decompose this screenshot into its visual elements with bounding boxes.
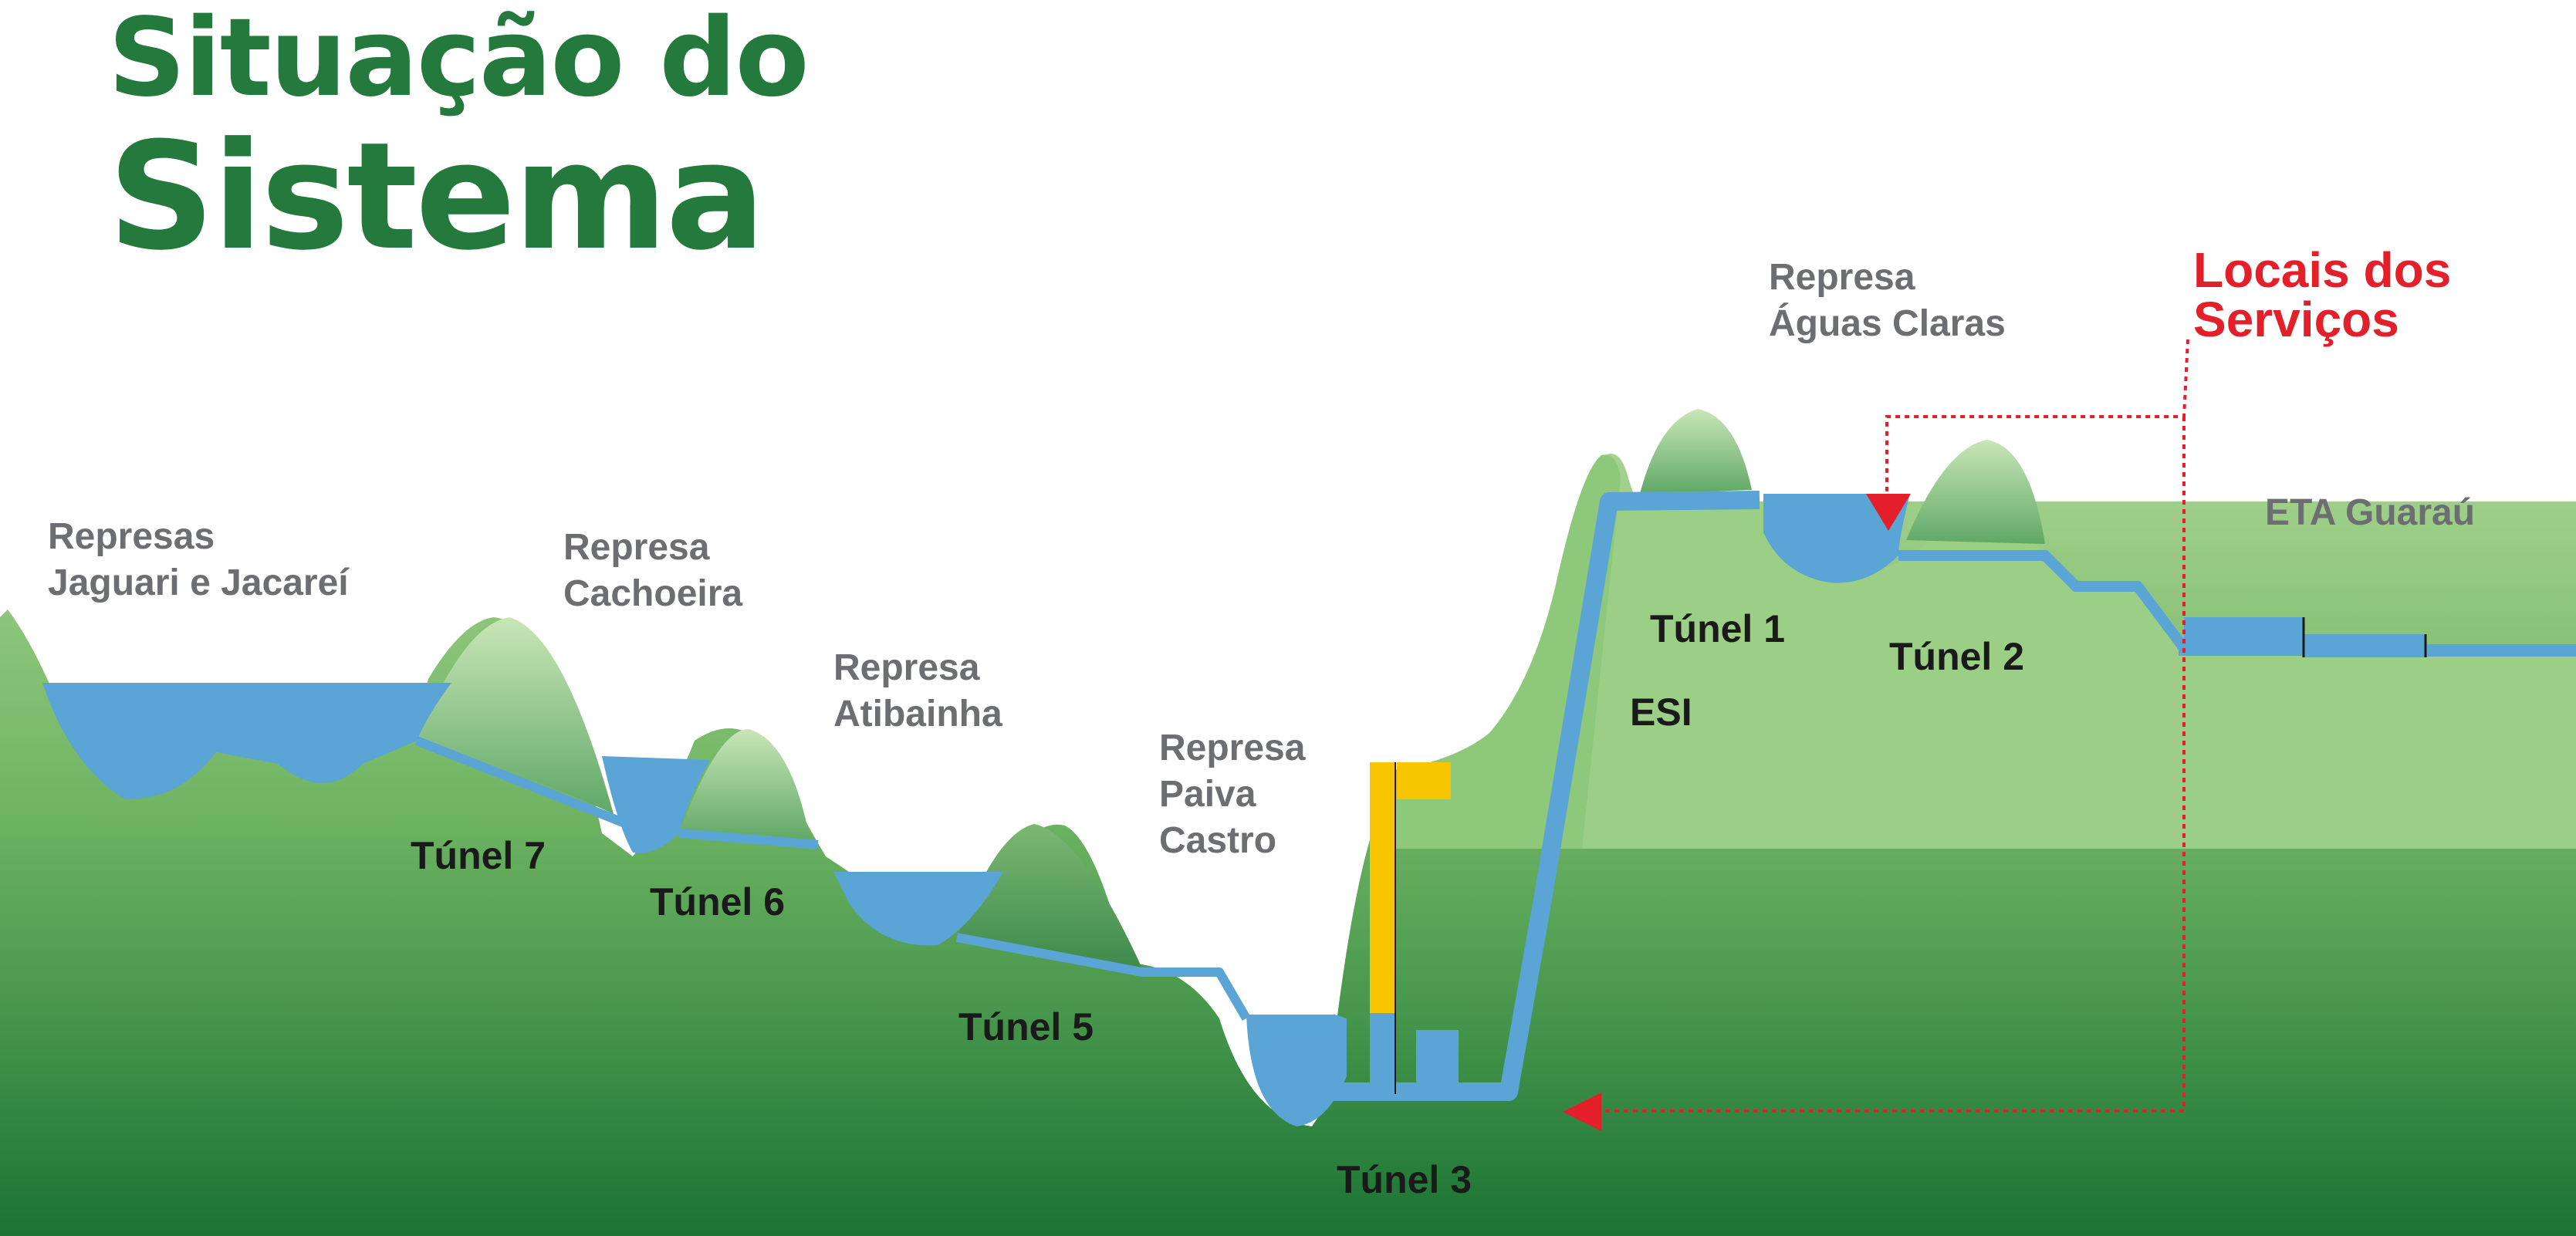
label-line: Serviços [2193, 292, 2399, 347]
label-tunel-2: Túnel 2 [1889, 635, 2025, 678]
pump-shaft-yellow [1370, 762, 1395, 1013]
hill-aguas-claras [1906, 440, 2045, 544]
label-eta-guarau: ETA Guaraú [2265, 490, 2475, 536]
label-line: Represas [48, 516, 215, 557]
label-line: Jaguari e Jacareí [48, 562, 349, 603]
pipe-tunnel-5 [955, 933, 1251, 1022]
label-tunel-5: Túnel 5 [958, 1005, 1094, 1049]
red-arrow-left-icon [1563, 1092, 1601, 1131]
pump-shaft-yellow [1397, 762, 1451, 799]
dotted-leader-line [1885, 339, 2189, 494]
pump-shaft-blue [1370, 1013, 1395, 1094]
label-esi: ESI [1630, 691, 1692, 734]
label-locais-dos-servicos: Locais dos Serviços [2193, 245, 2451, 344]
label-represa-aguas-claras: Represa Águas Claras [1769, 255, 2006, 347]
label-line: Cachoeira [563, 573, 743, 614]
water-atibainha [818, 841, 1003, 946]
hill-top-left [1640, 409, 1752, 494]
red-arrow-down-icon [1866, 494, 1911, 531]
label-line: Paiva [1159, 774, 1256, 815]
label-line: Represa [1159, 728, 1306, 768]
pipe-eta-segment-2 [2304, 634, 2426, 657]
label-line: Locais dos [2193, 242, 2452, 298]
pipe-tunnel-7 [414, 736, 643, 834]
label-line: Represa [563, 527, 710, 568]
pipe-tunnel-6 [678, 829, 819, 849]
label-tunel-3: Túnel 3 [1337, 1158, 1472, 1201]
label-represa-cachoeira: Represa Cachoeira [563, 525, 742, 617]
label-line: Represa [1769, 257, 1915, 298]
label-tunel-6: Túnel 6 [650, 880, 786, 924]
label-line: ETA Guaraú [2265, 492, 2476, 533]
water-paiva [1246, 1015, 1347, 1126]
label-represa-paiva-castro: Represa Paiva Castro [1159, 725, 1305, 864]
hill-atibainha [679, 729, 810, 841]
title-line-1: Situação do [108, 0, 810, 121]
label-represa-atibainha: Represa Atibainha [833, 645, 1002, 738]
service-locator [1563, 339, 2189, 1131]
water-aguas-claras [1763, 494, 1910, 583]
label-line: Águas Claras [1769, 303, 2006, 344]
water-jaguari [42, 683, 451, 799]
label-line: Atibainha [833, 694, 1002, 735]
label-line: Represa [833, 647, 980, 688]
label-tunel-1: Túnel 1 [1650, 607, 1786, 650]
pipe-eta-segment-3 [2426, 644, 2576, 657]
hill-cachoeira [417, 617, 614, 814]
pump-chamber [1416, 1030, 1459, 1092]
plateau [1582, 498, 2576, 849]
label-line: Castro [1159, 820, 1277, 861]
hill-paiva [957, 824, 1142, 968]
title-line-2: Sistema [108, 111, 766, 283]
dotted-leader-line [1601, 417, 2186, 1113]
pipe-eta-segment-1 [2184, 617, 2304, 656]
label-represas-jaguari-jacarei: Represas Jaguari e Jacareí [48, 514, 349, 606]
label-tunel-7: Túnel 7 [411, 834, 546, 877]
